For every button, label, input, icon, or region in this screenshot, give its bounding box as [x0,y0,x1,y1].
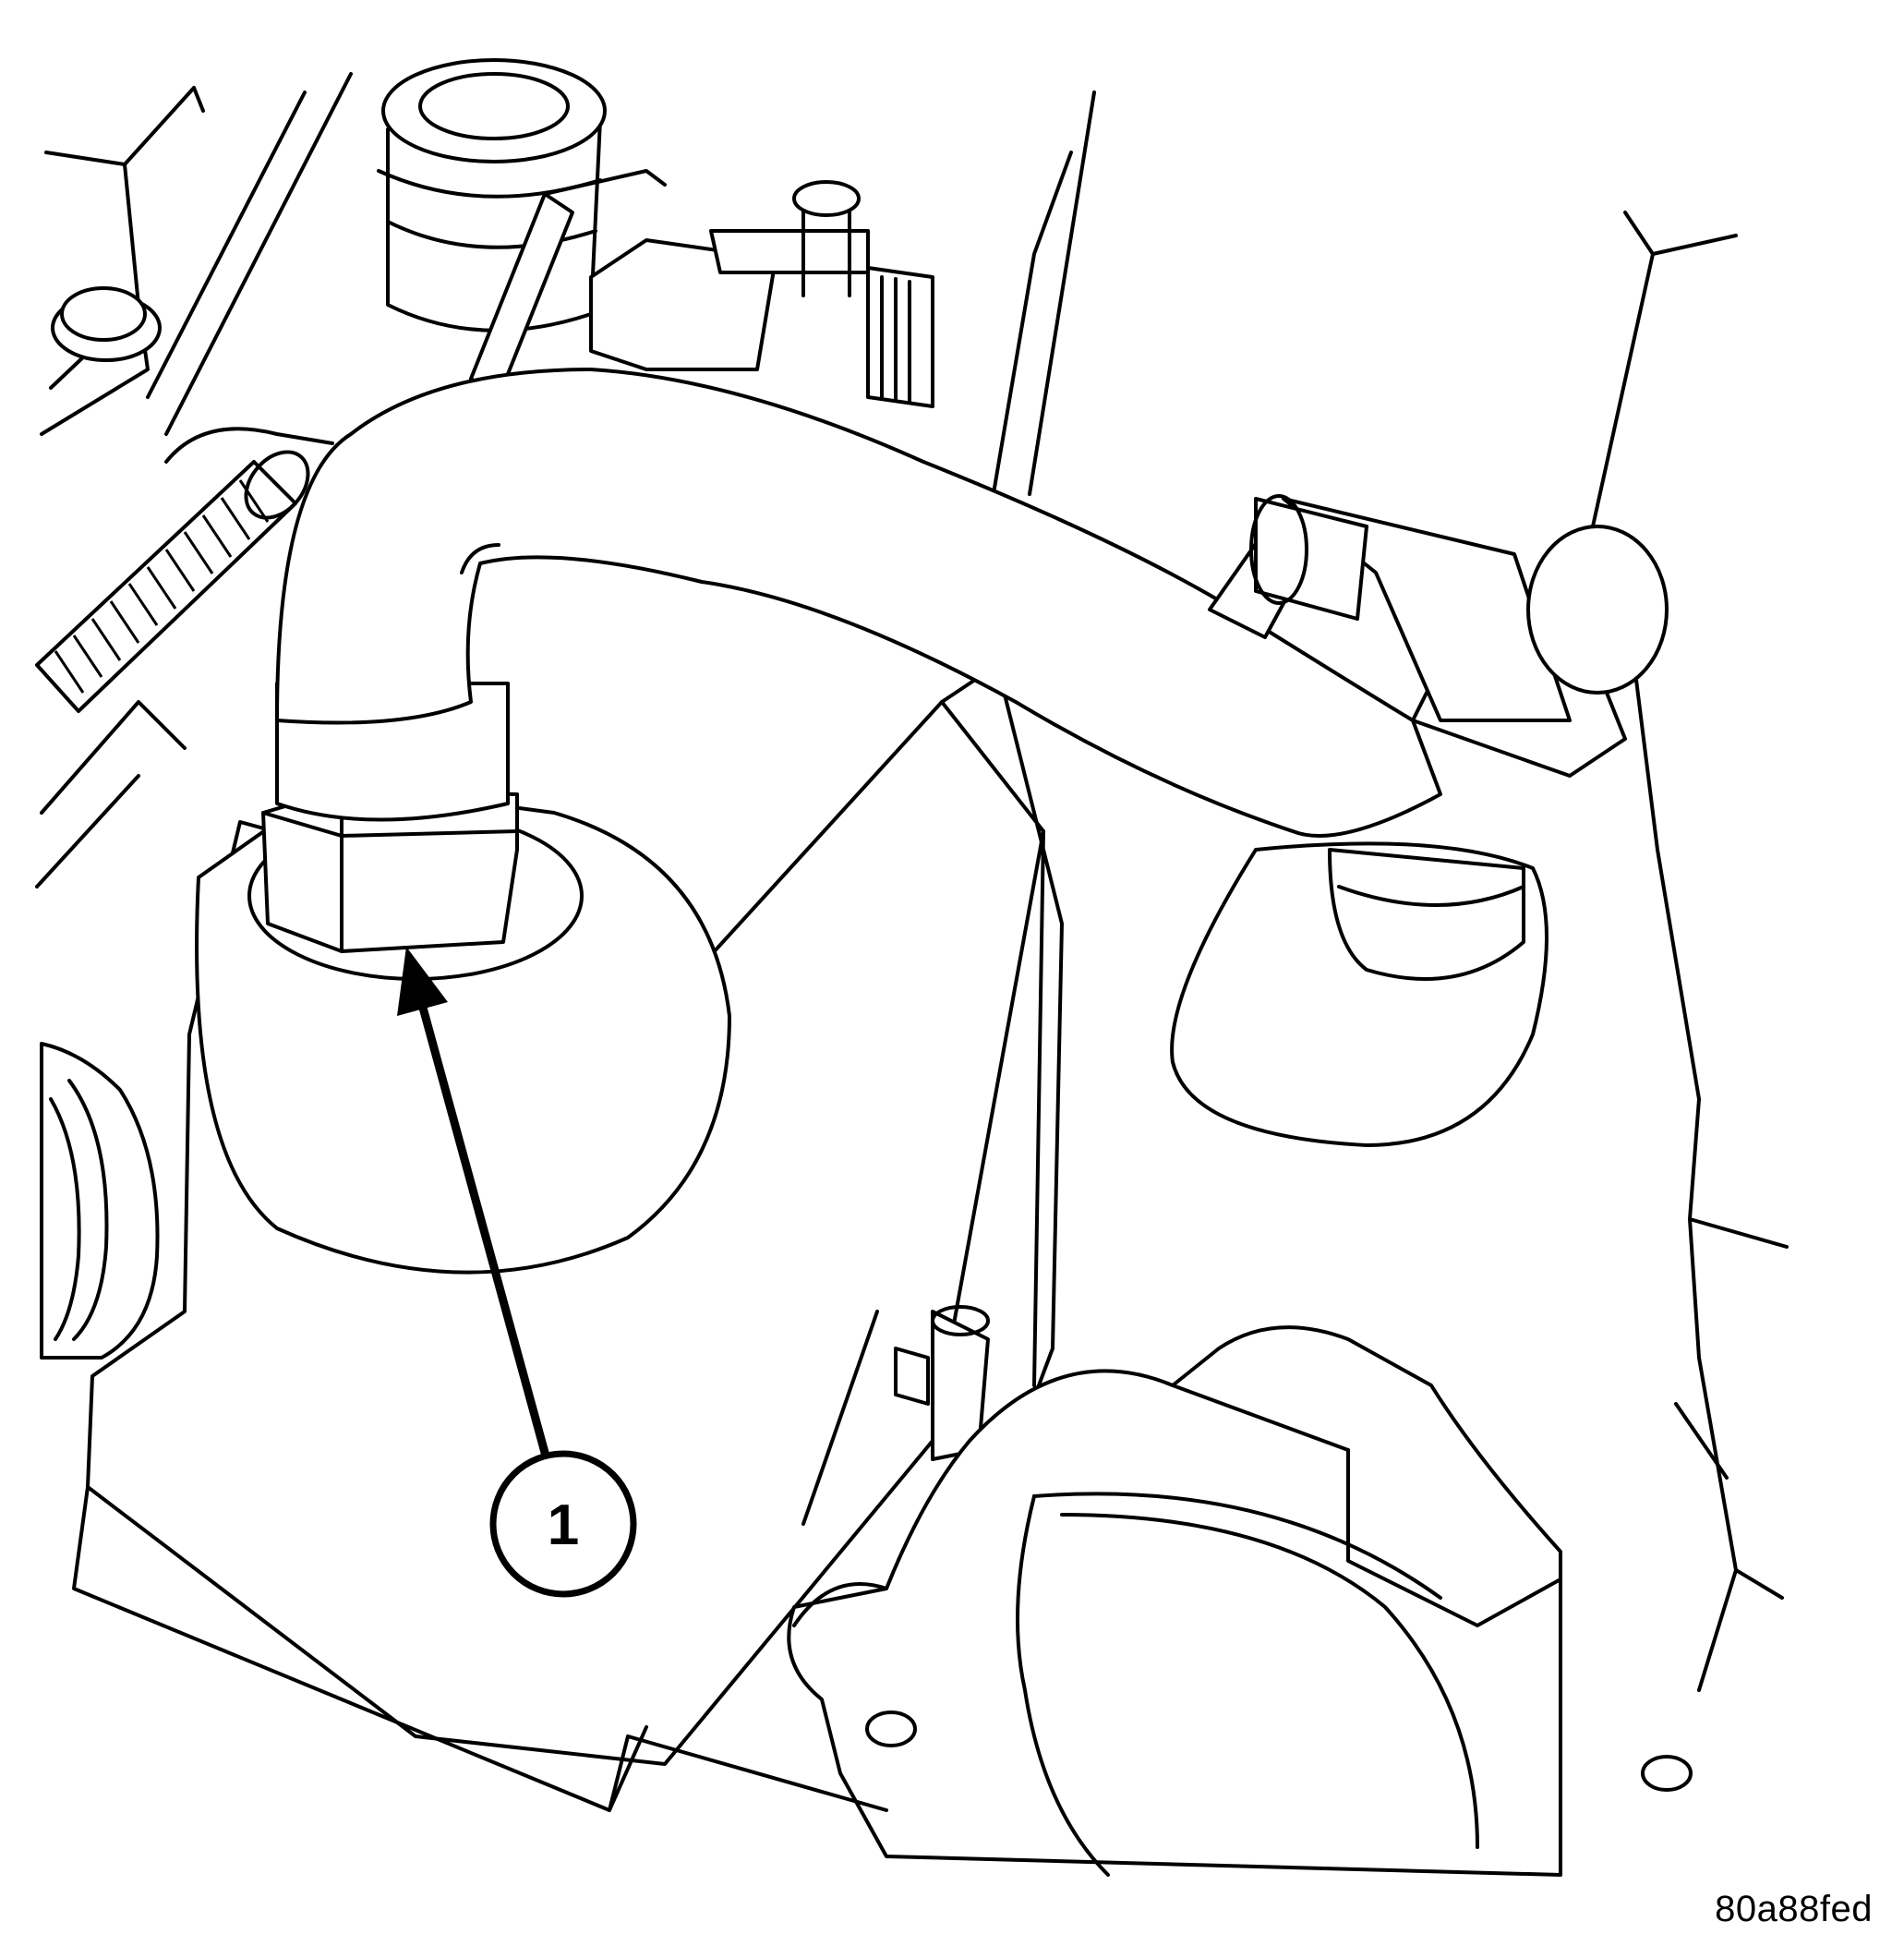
figure-id: 80a88fed [1715,1889,1873,1929]
lower-left-cylinder [40,1042,160,1360]
locating-pin [894,1305,990,1461]
bottom-housing [626,1325,1693,1877]
engine-block-outlines [35,72,1789,1692]
callout-1: 1 [489,1450,637,1598]
callout-leader-1 [397,947,551,1461]
threaded-rod [35,427,334,713]
upper-fitting [377,58,607,332]
upper-right-fitting [589,180,934,408]
right-elbow-fitting [1208,494,1669,778]
arrowhead [397,947,448,1016]
stud-top-left [51,286,162,362]
lower-right-boss [1170,841,1549,1147]
callout-number: 1 [548,1493,579,1557]
bent-tube [275,368,1442,838]
